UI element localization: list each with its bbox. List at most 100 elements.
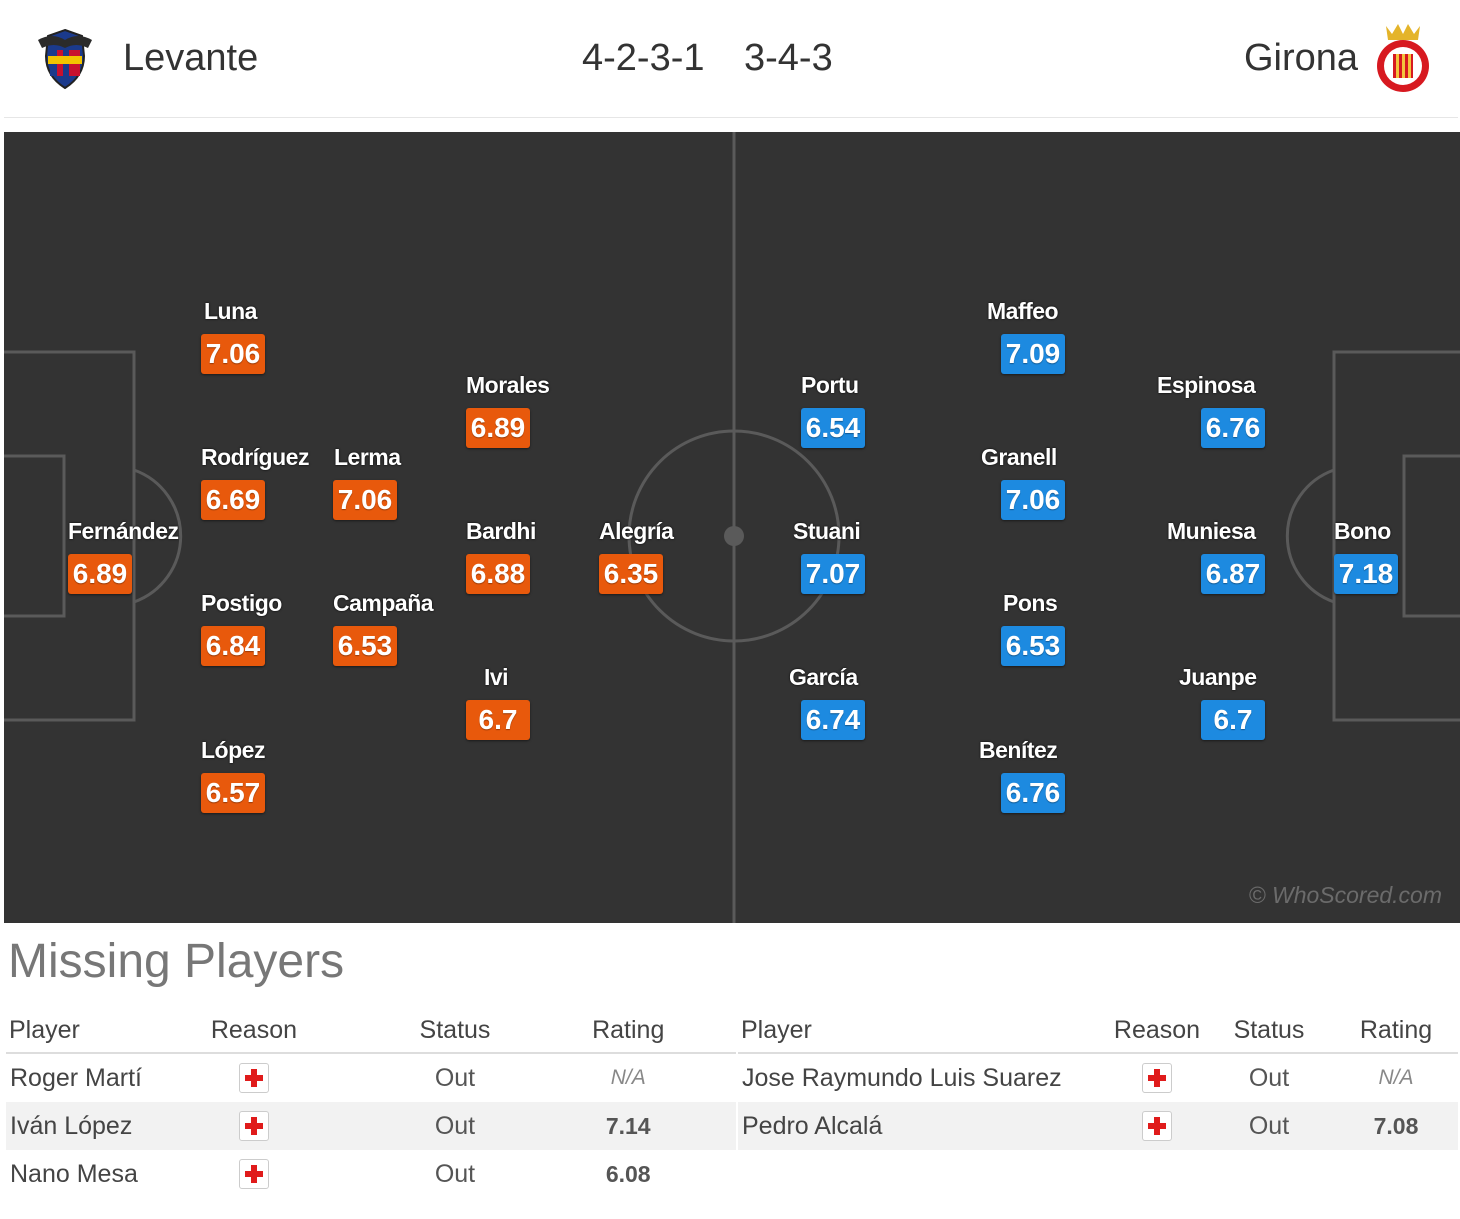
- col-player: Player: [738, 1008, 1100, 1054]
- player-rating: 7.18: [1334, 554, 1398, 594]
- col-player: Player: [6, 1008, 199, 1054]
- player-rating: 6.89: [68, 554, 132, 594]
- player-home-am2[interactable]: Bardhi 6.88: [466, 518, 536, 594]
- player-name: Bardhi: [466, 518, 536, 544]
- player-home-dm2[interactable]: Campaña 6.53: [333, 590, 434, 666]
- injury-icon: [1142, 1063, 1172, 1094]
- player-rating: 6.76: [1201, 408, 1265, 448]
- player-home-lb[interactable]: López 6.57: [201, 737, 265, 813]
- player-away-fw1[interactable]: Portu 6.54: [801, 372, 865, 448]
- player-name: Luna: [204, 298, 257, 324]
- player-home-am3[interactable]: Ivi 6.7: [466, 664, 530, 740]
- levante-crest-icon[interactable]: [32, 26, 98, 92]
- player-home-rb[interactable]: Luna 7.06: [201, 298, 265, 374]
- player-rating: 7.07: [801, 554, 865, 594]
- table-row: Pedro Alcalá Out 7.08: [738, 1102, 1458, 1150]
- player-rating: 6.54: [801, 408, 865, 448]
- player-name: Benítez: [979, 737, 1058, 763]
- player-away-fw2[interactable]: Stuani 7.07: [793, 518, 865, 594]
- away-formation: 3-4-3: [744, 37, 833, 79]
- pitch-lines: [4, 132, 1460, 923]
- col-status: Status: [309, 1008, 491, 1054]
- player-name: López: [201, 737, 265, 763]
- home-formation: 4-2-3-1: [582, 37, 705, 79]
- status-cell: Out: [434, 1063, 476, 1092]
- table-row: Iván López Out 7.14: [6, 1102, 736, 1150]
- away-missing-table: Player Reason Status Rating Jose Raymund…: [738, 1008, 1458, 1150]
- player-away-cb3[interactable]: Juanpe 6.7: [1179, 664, 1265, 740]
- player-name: Lerma: [334, 444, 401, 470]
- rating-cell: N/A: [1378, 1066, 1414, 1089]
- player-name: Espinosa: [1157, 372, 1256, 398]
- reason-cell: [198, 1150, 309, 1198]
- table-row: Jose Raymundo Luis Suarez Out N/A: [738, 1053, 1458, 1102]
- player-rating: 6.57: [201, 773, 265, 813]
- player-rating: 6.74: [801, 700, 865, 740]
- player-rating: 6.53: [333, 626, 397, 666]
- missing-player-name[interactable]: Pedro Alcalá: [738, 1102, 1100, 1150]
- player-home-am1[interactable]: Morales 6.89: [466, 372, 550, 448]
- player-home-cb1[interactable]: Rodríguez 6.69: [201, 444, 309, 520]
- player-name: Morales: [466, 372, 550, 398]
- away-team-name[interactable]: Girona: [1244, 37, 1359, 79]
- player-name: Postigo: [201, 590, 282, 616]
- player-rating: 6.88: [466, 554, 530, 594]
- player-name: García: [789, 664, 858, 690]
- injury-icon: [238, 1111, 269, 1142]
- player-rating: 6.7: [466, 700, 530, 740]
- missing-player-name[interactable]: Nano Mesa: [10, 1159, 138, 1188]
- player-name: Fernández: [68, 518, 179, 544]
- col-rating: Rating: [1334, 1008, 1458, 1054]
- player-away-fw3[interactable]: García 6.74: [789, 664, 865, 740]
- injury-icon: [238, 1159, 269, 1190]
- player-home-st[interactable]: Alegría 6.35: [599, 518, 674, 594]
- player-rating: 7.06: [333, 480, 397, 520]
- player-name: Alegría: [599, 518, 674, 544]
- girona-crest-icon[interactable]: [1372, 22, 1434, 96]
- player-away-cb2[interactable]: Muniesa 6.87: [1167, 518, 1265, 594]
- player-name: Bono: [1334, 518, 1391, 544]
- player-name: Portu: [801, 372, 859, 398]
- status-cell: Out: [1248, 1063, 1290, 1092]
- player-home-cb2[interactable]: Postigo 6.84: [201, 590, 282, 666]
- player-away-cm2[interactable]: Pons 6.53: [1001, 590, 1065, 666]
- col-reason: Reason: [198, 1008, 310, 1054]
- player-name: Granell: [981, 444, 1057, 470]
- player-name: Stuani: [793, 518, 861, 544]
- rating-cell: N/A: [610, 1066, 646, 1089]
- col-reason: Reason: [1100, 1008, 1204, 1054]
- player-away-cm1[interactable]: Granell 7.06: [981, 444, 1065, 520]
- player-away-cb1[interactable]: Espinosa 6.76: [1157, 372, 1265, 448]
- player-rating: 7.09: [1001, 334, 1065, 374]
- player-rating: 6.89: [466, 408, 530, 448]
- missing-players-title: Missing Players: [8, 935, 345, 988]
- rating-cell: 7.08: [1334, 1102, 1458, 1150]
- missing-player-name[interactable]: Roger Martí: [10, 1063, 142, 1092]
- status-cell: Out: [434, 1159, 476, 1188]
- missing-player-name[interactable]: Iván López: [6, 1102, 199, 1150]
- player-home-dm1[interactable]: Lerma 7.06: [333, 444, 401, 520]
- status-cell: Out: [309, 1102, 491, 1150]
- reason-cell: [198, 1102, 310, 1150]
- rating-cell: 7.14: [490, 1102, 736, 1150]
- player-name: Maffeo: [987, 298, 1059, 324]
- missing-player-name[interactable]: Jose Raymundo Luis Suarez: [742, 1063, 1062, 1092]
- player-name: Rodríguez: [201, 444, 309, 470]
- reason-cell: [1100, 1053, 1204, 1102]
- player-name: Muniesa: [1167, 518, 1256, 544]
- table-row: Roger Martí Out N/A: [6, 1053, 736, 1102]
- player-home-gk[interactable]: Fernández 6.89: [68, 518, 179, 594]
- watermark: © WhoScored.com: [1248, 882, 1442, 908]
- player-away-gk[interactable]: Bono 7.18: [1334, 518, 1398, 594]
- player-name: Juanpe: [1179, 664, 1257, 690]
- col-status: Status: [1204, 1008, 1334, 1054]
- pitch: Fernández 6.89 Luna 7.06 Rodríguez 6.69 …: [4, 132, 1460, 923]
- table-header-row: Player Reason Status Rating: [738, 1008, 1458, 1054]
- home-team-name[interactable]: Levante: [123, 37, 259, 79]
- player-name: Pons: [1003, 590, 1058, 616]
- table-header-row: Player Reason Status Rating: [6, 1008, 736, 1054]
- player-away-lm[interactable]: Benítez 6.76: [979, 737, 1065, 813]
- player-rating: 6.35: [599, 554, 663, 594]
- status-cell: Out: [1204, 1102, 1334, 1150]
- player-away-rm[interactable]: Maffeo 7.09: [987, 298, 1065, 374]
